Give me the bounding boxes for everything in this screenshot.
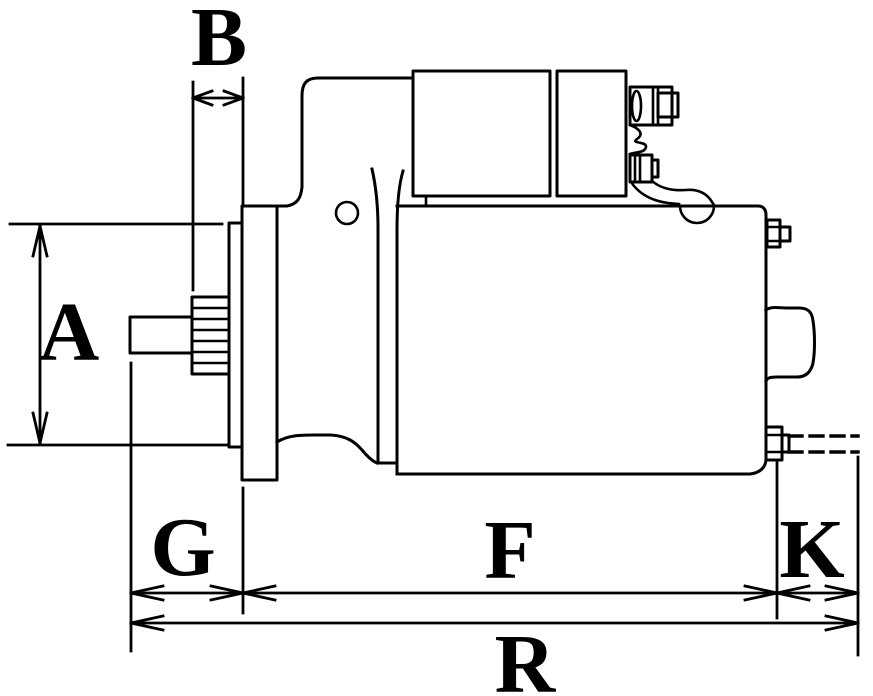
through-bolt-top [765,218,782,249]
housing-joint-arc-left [370,167,380,465]
stop-collar-plate [227,221,244,449]
armature-shaft [128,315,194,355]
label-B: B [191,0,247,84]
through-bolt-hidden-stud-dashed [787,434,860,454]
dim-G-arrowheads [129,584,245,602]
solenoid-end-cap [555,69,628,198]
field-wire-loop [678,204,716,225]
through-bolt-bottom [764,425,784,462]
drive-housing-bottom-profile [274,433,379,465]
dim-A-arrow [31,224,49,445]
battery-terminal-lens-detail [630,89,643,123]
flange-hole [334,200,360,226]
field-wire-upper-edge [650,179,716,207]
label-R: R [495,618,557,696]
mounting-flange [240,204,279,482]
through-bolt-top-lines [765,225,782,243]
switch-terminal-thread-lines [633,153,642,184]
label-A: A [39,286,100,379]
part-outlines [128,69,860,482]
motor-body [395,204,768,476]
through-bolt-top-nut [778,225,792,243]
switch-terminal-nut [650,158,660,179]
dim-R-arrow [129,614,860,632]
housing-joint-arc-right [395,169,405,476]
dimension-labels: B A G F K R [39,0,845,696]
dim-F-arrowheads [241,584,779,602]
label-F: F [484,504,535,597]
field-wire-lower-edge [629,180,681,206]
battery-terminal-nut [656,91,680,119]
solenoid-body [411,69,552,198]
drive-housing-top-profile [275,76,415,208]
label-G: G [150,501,215,594]
dimension-annotations [6,76,860,657]
rear-bearing-boss [763,306,816,383]
solenoid-cap-edge-squiggle [628,123,648,156]
dim-B-arrow [191,89,245,107]
pinion-teeth-lines [190,306,231,365]
dim-K-arrowheads [775,584,860,602]
label-K: K [779,503,844,596]
through-bolt-bottom-lines [764,433,784,454]
